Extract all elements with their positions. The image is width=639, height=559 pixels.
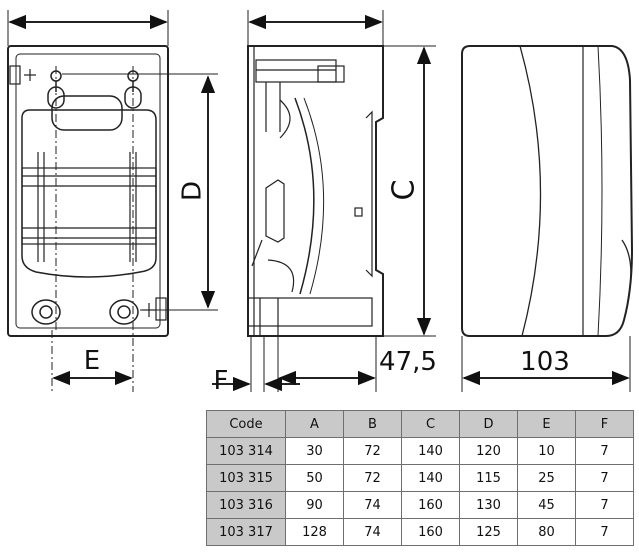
cell-b: 72 [343, 464, 402, 492]
mounting-hole-bottom-right [109, 299, 139, 325]
column-header-b: B [343, 410, 402, 438]
side-top-fixture [255, 59, 345, 139]
dimension-label-c: C [387, 180, 422, 201]
column-header-a: A [285, 410, 344, 438]
side-din-clip [251, 179, 285, 267]
table-header-row: Code A B C D E F [206, 410, 634, 438]
column-header-e: E [517, 410, 576, 438]
breaker-window [21, 109, 157, 278]
table-row: 103 314 30 72 140 120 10 7 [206, 437, 634, 465]
column-header-d: D [459, 410, 518, 438]
column-header-code: Code [206, 410, 286, 438]
right-body-outline [461, 45, 634, 337]
cell-f: 7 [575, 437, 634, 465]
cell-b: 74 [343, 491, 402, 519]
side-view [212, 10, 436, 392]
dimension-table: Code A B C D E F 103 314 30 72 140 120 1… [206, 410, 634, 546]
cell-e: 80 [517, 518, 576, 546]
cell-b: 74 [343, 518, 402, 546]
dimension-label-d: D [178, 181, 208, 201]
cell-f: 7 [575, 491, 634, 519]
enclosure-outline [7, 45, 169, 337]
cell-c: 140 [401, 437, 460, 465]
screw-detail-left [9, 65, 36, 85]
table-row: 103 315 50 72 140 115 25 7 [206, 464, 634, 492]
table-row: 103 316 90 74 160 130 45 7 [206, 491, 634, 519]
cell-code: 103 317 [206, 518, 286, 546]
cell-b: 72 [343, 437, 402, 465]
cell-d: 115 [459, 464, 518, 492]
cover-recess [51, 95, 123, 131]
dimension-label-depth: 47,5 [379, 347, 437, 377]
column-header-c: C [401, 410, 460, 438]
side-body-outline [247, 45, 384, 337]
cell-d: 130 [459, 491, 518, 519]
cell-f: 7 [575, 518, 634, 546]
cell-f: 7 [575, 464, 634, 492]
cell-e: 10 [517, 437, 576, 465]
screw-detail-right [142, 297, 167, 321]
cell-a: 128 [285, 518, 344, 546]
cell-a: 90 [285, 491, 344, 519]
mounting-hole-bottom-left [31, 299, 61, 325]
cell-c: 140 [401, 464, 460, 492]
cell-e: 25 [517, 464, 576, 492]
right-view [461, 45, 634, 392]
cell-e: 45 [517, 491, 576, 519]
cell-a: 50 [285, 464, 344, 492]
cell-code: 103 314 [206, 437, 286, 465]
cell-code: 103 315 [206, 464, 286, 492]
cell-d: 120 [459, 437, 518, 465]
cell-c: 160 [401, 518, 460, 546]
dimension-label-width: 103 [520, 347, 570, 377]
cell-a: 30 [285, 437, 344, 465]
table-row: 103 317 128 74 160 125 80 7 [206, 518, 634, 546]
dimension-label-e: E [84, 346, 100, 376]
cell-code: 103 316 [206, 491, 286, 519]
column-header-f: F [575, 410, 634, 438]
dimension-label-f: F [214, 366, 229, 396]
cell-d: 125 [459, 518, 518, 546]
side-cover-curve [294, 97, 315, 295]
front-view [7, 10, 218, 392]
din-rail-module [21, 152, 157, 262]
cell-c: 160 [401, 491, 460, 519]
